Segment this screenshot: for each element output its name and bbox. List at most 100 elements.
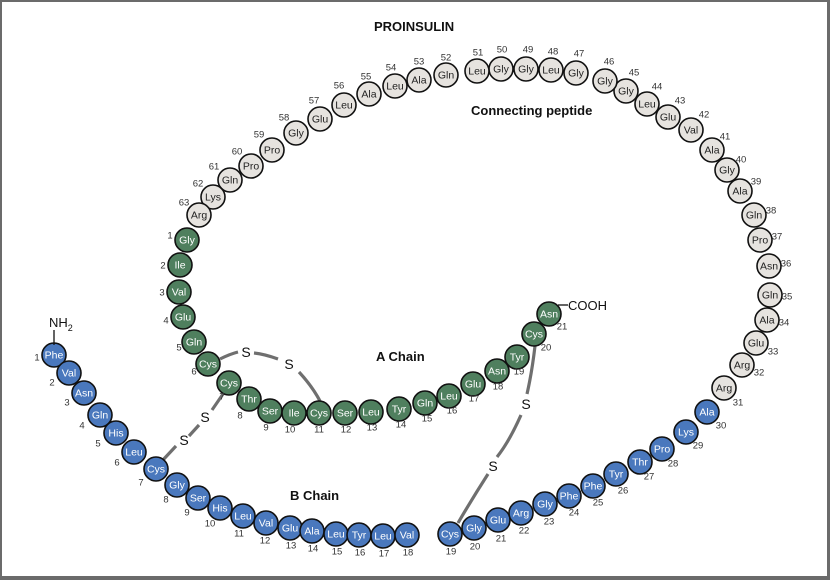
connecting-peptide-residue-circle <box>699 137 725 163</box>
connecting-peptide-residue-name: Leu <box>386 81 404 93</box>
connecting-peptide-residue-circle <box>727 178 753 204</box>
connecting-peptide-residue-circle <box>756 253 782 279</box>
n-terminus-subscript: 2 <box>68 323 73 333</box>
connecting-peptide-residue-circle <box>714 157 740 183</box>
b-chain-residue: Glu 13 <box>277 515 303 552</box>
n-terminus-label: NH2 <box>49 315 73 333</box>
a-chain-residue-circle <box>536 301 562 327</box>
b-chain-residue-name: Cys <box>441 529 459 541</box>
b-chain-residue-number: 30 <box>716 421 727 432</box>
b-chain-residue-circle <box>627 449 653 475</box>
connecting-peptide-residue-name: Pro <box>264 145 281 157</box>
n-terminus-text: NH <box>49 315 68 330</box>
a-chain-residue-circle <box>281 400 307 426</box>
connecting-peptide-residue-name: Ala <box>704 145 719 157</box>
a-chain-residue-circle <box>216 370 242 396</box>
b-chain-residue-circle <box>253 510 279 536</box>
connecting-peptide-residue-number: 63 <box>179 198 190 209</box>
connecting-peptide-residue-number: 53 <box>414 57 425 68</box>
b-chain-residue-name: Glu <box>282 523 299 535</box>
b-chain-residue-number: 26 <box>618 486 629 497</box>
connecting-peptide-residue-circle <box>613 78 639 104</box>
a-chain-residue-name: Cys <box>220 378 238 390</box>
b-chain-residue-number: 16 <box>355 548 366 559</box>
b-chain-residue-number: 7 <box>138 478 143 489</box>
connecting-peptide-residue-circle <box>406 67 432 93</box>
connecting-peptide-residue-number: 60 <box>232 147 243 158</box>
connecting-peptide-residue-number: 44 <box>652 82 663 93</box>
b-chain-residue-name: Phe <box>560 491 579 503</box>
b-chain-residue-circle <box>485 507 511 533</box>
connecting-peptide-residue-circle <box>741 202 767 228</box>
a-chain-residue-circle <box>521 321 547 347</box>
b-chain-residue-number: 3 <box>64 398 69 409</box>
b-chain-residue-circle <box>164 472 190 498</box>
b-chain-residue-number: 27 <box>644 472 655 483</box>
a-chain-residue-number: 20 <box>541 343 552 354</box>
b-chain-residue-circle <box>437 521 463 547</box>
b-chain-residue-number: 13 <box>286 541 297 552</box>
b-chain-residue-circle <box>121 439 147 465</box>
a-chain-residue-number: 15 <box>422 414 433 425</box>
connecting-peptide-residue-number: 38 <box>766 206 777 217</box>
connecting-peptide-residue-circle <box>382 73 408 99</box>
connecting-peptide-residue-name: Arg <box>191 210 208 222</box>
connecting-peptide-residue-name: Glu <box>660 112 677 124</box>
a-chain-residue-name: Leu <box>440 391 458 403</box>
connecting-peptide-residue-name: Pro <box>243 161 260 173</box>
connecting-peptide-residue-circle <box>563 60 589 86</box>
b-chain-residue-name: Gly <box>169 480 186 492</box>
connecting-peptide-residue-circle <box>283 120 309 146</box>
connecting-peptide-residue-number: 45 <box>629 68 640 79</box>
a-chain-residue-name: Gln <box>186 337 203 349</box>
a-chain-residue-circle <box>386 396 412 422</box>
a-chain-residue-number: 16 <box>447 406 458 417</box>
b-chain-residue-circle <box>673 419 699 445</box>
c-terminus: COOH <box>558 298 607 313</box>
connecting-peptide-residue-name: Val <box>684 125 698 137</box>
connecting-peptide-residue-circle <box>259 137 285 163</box>
b-chain-residue-name: Thr <box>632 457 648 469</box>
b-chain-residue-circle <box>508 500 534 526</box>
b-chain-residue-number: 21 <box>496 534 507 545</box>
a-chain-residue-number: 6 <box>191 367 196 378</box>
diagram-title: PROINSULIN <box>374 19 454 34</box>
b-chain-residue-circle <box>87 402 113 428</box>
b-chain-residue-circle <box>649 436 675 462</box>
connecting-peptide-residue-number: 41 <box>720 132 731 143</box>
b-chain-residue-name: Gly <box>466 523 483 535</box>
connecting-peptide-residue-name: Arg <box>716 383 733 395</box>
a-chain-residue-number: 11 <box>314 425 324 436</box>
